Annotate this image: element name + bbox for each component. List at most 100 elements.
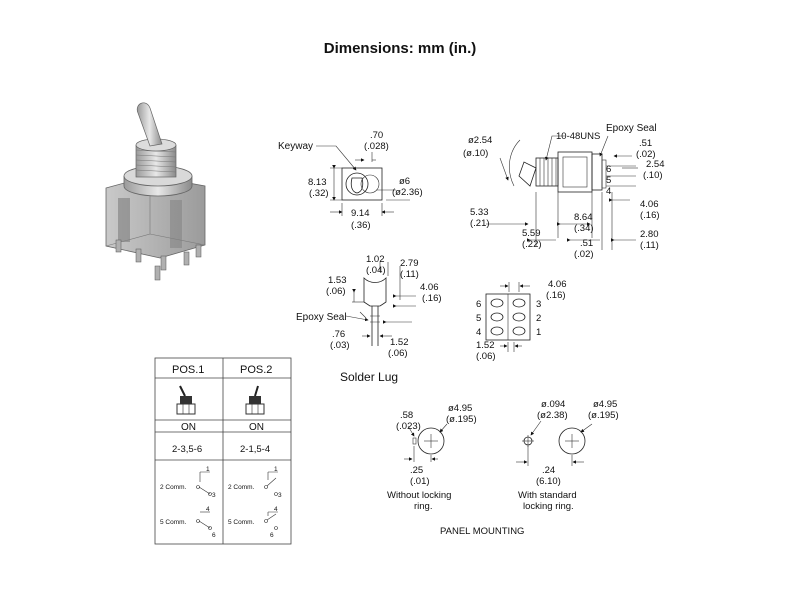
toggle-switch-illustration [105,102,206,281]
dim-813-mm: 8.13 [308,177,327,188]
pm-right-caption-2: locking ring. [523,501,574,512]
solder-lug-caption: Solder Lug [340,370,398,384]
dim-side-406-in: (.16) [640,210,660,221]
panel-mounting-caption: PANEL MOUNTING [440,526,524,537]
dim-pm-right-495-mm: ø4.95 [593,399,617,410]
pm-right-caption-1: With standard [518,490,577,501]
dim-side-533-in: (.21) [470,218,490,229]
dim-term-152-in: (.06) [476,351,496,362]
dim-pm-right-094-in: (ø2.38) [537,410,568,421]
dim-lug-406-mm: 4.06 [420,282,439,293]
epoxy-seal-side-label: Epoxy Seal [606,123,657,134]
term-pin-4: 4 [476,327,481,338]
table-state-pos1: ON [181,422,196,433]
term-pin-3: 3 [536,299,541,310]
table-pin1-pos1: 1 [206,466,210,473]
thread-label: 10-48UNS [556,131,600,142]
dim-lug-152-in: (.06) [388,348,408,359]
dim-pm-right-024-mm: .24 [542,465,555,476]
dim-pm-left-025-in: (.01) [410,476,430,487]
dim-lug-153-in: (.06) [326,286,346,297]
dim-914-in: (.36) [351,220,371,231]
positions-table [154,357,292,545]
dim-side-254-in: (ø.10) [463,148,488,159]
dim-pm-left-058-in: (.023) [396,421,421,432]
dim-lug-279-mm: 2.79 [400,258,419,269]
dim-d6-mm: ø6 [399,176,410,187]
dim-side-254-mm: ø2.54 [468,135,492,146]
table-pin6-pos1: 6 [212,532,216,539]
dim-pm-left-495-in: (ø.195) [446,414,477,425]
dim-side-051a-mm: .51 [639,138,652,149]
dim-070-mm: .70 [370,130,383,141]
dim-lug-153-mm: 1.53 [328,275,347,286]
pm-left-caption-2: ring. [414,501,432,512]
panel-mounting-left [404,423,448,462]
terminal-layout-drawing [485,282,531,352]
diagram-title: Dimensions: mm (in.) [323,40,477,57]
term-pin-6: 6 [476,299,481,310]
dim-side-051b-in: (.02) [574,249,594,260]
dim-side-254b-mm: 2.54 [646,159,665,170]
solder-lug-drawing [345,262,416,346]
dim-side-864-mm: 8.64 [574,212,593,223]
dim-pm-left-495-mm: ø4.95 [448,403,472,414]
dim-side-559-in: (.22) [522,239,542,250]
side-pin-4: 4 [606,186,611,197]
dim-side-051a-in: (.02) [636,149,656,160]
table-header-pos1: POS.1 [172,364,204,376]
dim-pm-right-495-in: (ø.195) [588,410,619,421]
dim-side-559-mm: 5.59 [522,228,541,239]
dim-term-406-in: (.16) [546,290,566,301]
dim-side-280-mm: 2.80 [640,229,659,240]
dim-side-280-in: (.11) [640,240,659,251]
side-pin-6: 6 [606,164,611,175]
side-view-drawing [486,135,638,250]
dim-lug-279-in: (.11) [400,269,419,280]
dim-lug-152-mm: 1.52 [390,337,409,348]
dim-d6-in: (ø2.36) [392,187,423,198]
dim-914-mm: 9.14 [351,208,370,219]
table-pin3-pos2: 3 [278,492,282,499]
dim-term-406-mm: 4.06 [548,279,567,290]
dim-lug-406-in: (.16) [422,293,442,304]
term-pin-5: 5 [476,313,481,324]
dim-lug-076-mm: .76 [332,329,345,340]
dim-070-in: (.028) [364,141,389,152]
table-pin4-pos2: 4 [274,506,278,513]
dim-pm-left-058-mm: .58 [400,410,413,421]
table-conn-pos2: 2-1,5-4 [240,444,270,455]
dim-side-533-mm: 5.33 [470,207,489,218]
table-comm2-pos2: 2 Comm. [228,484,255,491]
epoxy-seal-lug-label: Epoxy Seal [296,312,347,323]
panel-mounting-right [516,420,593,466]
table-pin3-pos1: 3 [212,492,216,499]
table-conn-pos1: 2-3,5-6 [172,444,202,455]
dim-side-406-mm: 4.06 [640,199,659,210]
dim-pm-right-024-in: (6.10) [536,476,561,487]
table-comm2-pos1: 2 Comm. [160,484,187,491]
dim-lug-076-in: (.03) [330,340,350,351]
dim-term-152-mm: 1.52 [476,340,495,351]
side-pin-5: 5 [606,175,611,186]
dim-lug-102-in: (.04) [366,265,386,276]
dim-side-864-in: (.34) [574,223,594,234]
pm-left-caption-1: Without locking [387,490,451,501]
table-pin1-pos2: 1 [274,466,278,473]
table-pin6-pos2: 6 [270,532,274,539]
table-comm5-pos1: 5 Comm. [160,519,187,526]
dim-lug-102-mm: 1.02 [366,254,385,265]
dim-pm-left-025-mm: .25 [410,465,423,476]
table-state-pos2: ON [249,422,264,433]
table-pin4-pos1: 4 [206,506,210,513]
dim-side-051b-mm: .51 [580,238,593,249]
dim-pm-right-094-mm: ø.094 [541,399,565,410]
term-pin-2: 2 [536,313,541,324]
dim-side-254b-in: (.10) [643,170,663,181]
front-view-drawing [316,145,410,216]
term-pin-1: 1 [536,327,541,338]
dim-813-in: (.32) [309,188,329,199]
table-comm5-pos2: 5 Comm. [228,519,255,526]
table-header-pos2: POS.2 [240,364,272,376]
